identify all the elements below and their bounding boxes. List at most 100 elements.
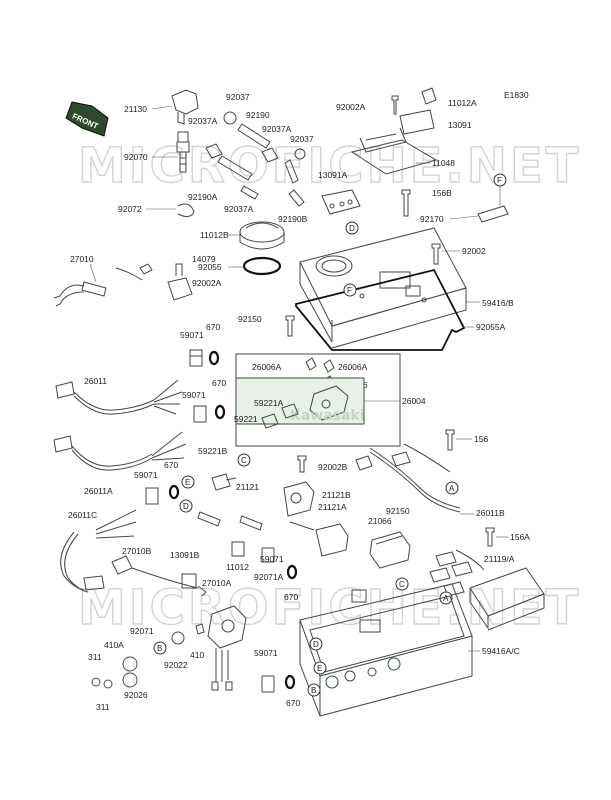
label-59221: 59221 [234, 414, 258, 424]
cap-11012A [421, 87, 437, 105]
label-92002A-mid: 92002A [192, 278, 222, 288]
label-92190A: 92190A [188, 192, 218, 202]
label-11048: 11048 [432, 158, 455, 168]
bolt-92150 [285, 315, 295, 337]
label-311-a: 311 [88, 652, 102, 662]
o-ring-670-c [168, 484, 180, 500]
label-92037-top: 92037 [226, 92, 250, 102]
fitting-14079 [139, 263, 153, 275]
label-27010B: 27010B [122, 546, 152, 556]
spark-plug-cap-21130 [171, 89, 199, 125]
label-59416AC: 59416A/C [482, 646, 520, 656]
main-harness [355, 443, 461, 513]
label-410A: 410A [104, 640, 124, 650]
label-59071-d: 59071 [260, 554, 284, 564]
ref-D-top [345, 221, 359, 235]
front-arrow-icon: FRONT [65, 101, 109, 137]
o-ring-670-b [214, 404, 226, 420]
label-92070: 92070 [124, 152, 148, 162]
sensor-14079 [167, 263, 193, 301]
nut-410 [195, 623, 205, 635]
bolt-156B [401, 189, 411, 217]
label-92026: 92026 [124, 690, 148, 700]
svg-text:E: E [185, 478, 190, 487]
grommet-59071-b [193, 405, 207, 423]
label-27010A: 27010A [202, 578, 232, 588]
label-92037A-c: 92037A [224, 204, 254, 214]
svg-text:C: C [399, 580, 405, 589]
label-311-b: 311 [96, 702, 110, 712]
label-156A: 156A [510, 532, 530, 542]
label-92071A: 92071A [254, 572, 284, 582]
ref-D-mid [179, 499, 193, 513]
label-92170: 92170 [420, 214, 444, 224]
diagram-code: E1830 [504, 90, 529, 100]
svg-text:E: E [317, 664, 322, 673]
label-92150-top: 92150 [238, 314, 262, 324]
ref-C-low [395, 577, 409, 591]
grommet-59071-c [145, 487, 159, 505]
hose-92190 [237, 123, 271, 149]
label-59416B: 59416/B [482, 298, 514, 308]
svg-text:D: D [313, 640, 319, 649]
regulator-21066 [369, 531, 411, 569]
svg-text:A: A [449, 484, 455, 493]
grommet-59071-d [261, 547, 275, 563]
label-92002B: 92002B [318, 462, 348, 472]
label-13091B: 13091B [170, 550, 200, 560]
bolt-92002A [391, 95, 399, 115]
bolt-92002B [297, 455, 307, 473]
label-156B: 156B [432, 188, 452, 198]
grommet-59071-a [189, 349, 203, 367]
label-14079: 14079 [192, 254, 216, 264]
ref-E-mid [181, 475, 195, 489]
label-59071-a: 59071 [180, 330, 204, 340]
hose-group [205, 143, 306, 207]
clip-13091A [321, 189, 361, 215]
clamp-92072 [177, 203, 195, 218]
harness-26011C [60, 509, 137, 593]
coil-21121A [289, 521, 349, 557]
label-11012B: 11012B [200, 230, 229, 240]
o-ring-92055 [242, 256, 282, 276]
label-21130: 21130 [124, 104, 147, 114]
svg-text:B: B [157, 644, 162, 653]
label-92055A: 92055A [476, 322, 506, 332]
electric-case-cover [299, 227, 467, 349]
label-26004: 26004 [402, 396, 426, 406]
label-92037-b: 92037 [290, 134, 314, 144]
electric-case-59416A [299, 583, 473, 717]
connector-59221A [281, 403, 299, 419]
connector-59221 [261, 413, 279, 429]
cap-11012 [231, 541, 245, 557]
label-59221A: 59221A [254, 398, 284, 408]
svg-text:B: B [311, 686, 316, 695]
cap-11012B [239, 221, 285, 250]
label-670-e: 670 [286, 698, 300, 708]
label-92150-b: 92150 [386, 506, 410, 516]
clip-13091B [181, 573, 197, 589]
label-21121A: 21121A [318, 502, 347, 512]
ignition-coil-21121 [197, 481, 315, 531]
label-92002A-top: 92002A [336, 102, 366, 112]
label-27010: 27010 [70, 254, 94, 264]
label-59221B: 59221B [198, 446, 228, 456]
grommet-59071-e [261, 675, 275, 693]
harness-26011 [55, 379, 183, 415]
rectifier-26004: Kawasaki [235, 377, 365, 425]
label-670-c: 670 [164, 460, 178, 470]
label-92190-top: 92190 [246, 110, 270, 120]
label-92002: 92002 [462, 246, 486, 256]
spark-plug-92070 [176, 131, 190, 173]
ref-C-mid [237, 453, 251, 467]
svg-text:A: A [443, 594, 449, 603]
svg-text:C: C [241, 456, 247, 465]
svg-text:D: D [183, 502, 189, 511]
label-13091A: 13091A [318, 170, 348, 180]
harness-26011A [53, 431, 187, 471]
label-26006A-b: 26006A [338, 362, 368, 372]
label-21121B: 21121B [322, 490, 351, 500]
label-26011A: 26011A [84, 486, 113, 496]
nut-311-a [91, 677, 101, 687]
bolt-156A [485, 527, 495, 547]
